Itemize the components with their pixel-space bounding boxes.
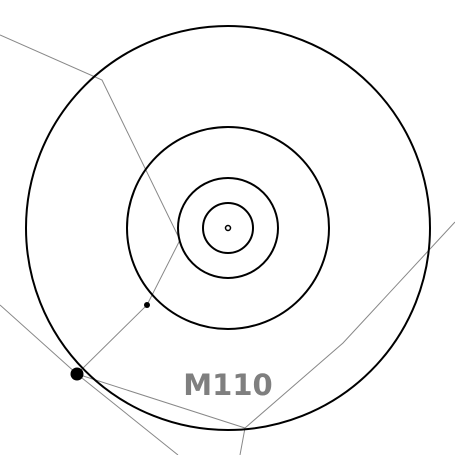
stars xyxy=(70,302,150,381)
fov-ring-large xyxy=(126,126,330,330)
object-label: M110 xyxy=(183,368,272,402)
constellation-line-right xyxy=(244,221,455,429)
fov-ring-medium xyxy=(177,177,279,279)
fov-ring-outer xyxy=(25,25,431,431)
fov-ring-small xyxy=(202,202,254,254)
star-faint xyxy=(144,302,150,308)
fov-rings xyxy=(25,25,431,431)
constellation-line-left xyxy=(0,304,179,455)
star-bright xyxy=(70,367,84,381)
fov-ring-center xyxy=(224,224,232,232)
